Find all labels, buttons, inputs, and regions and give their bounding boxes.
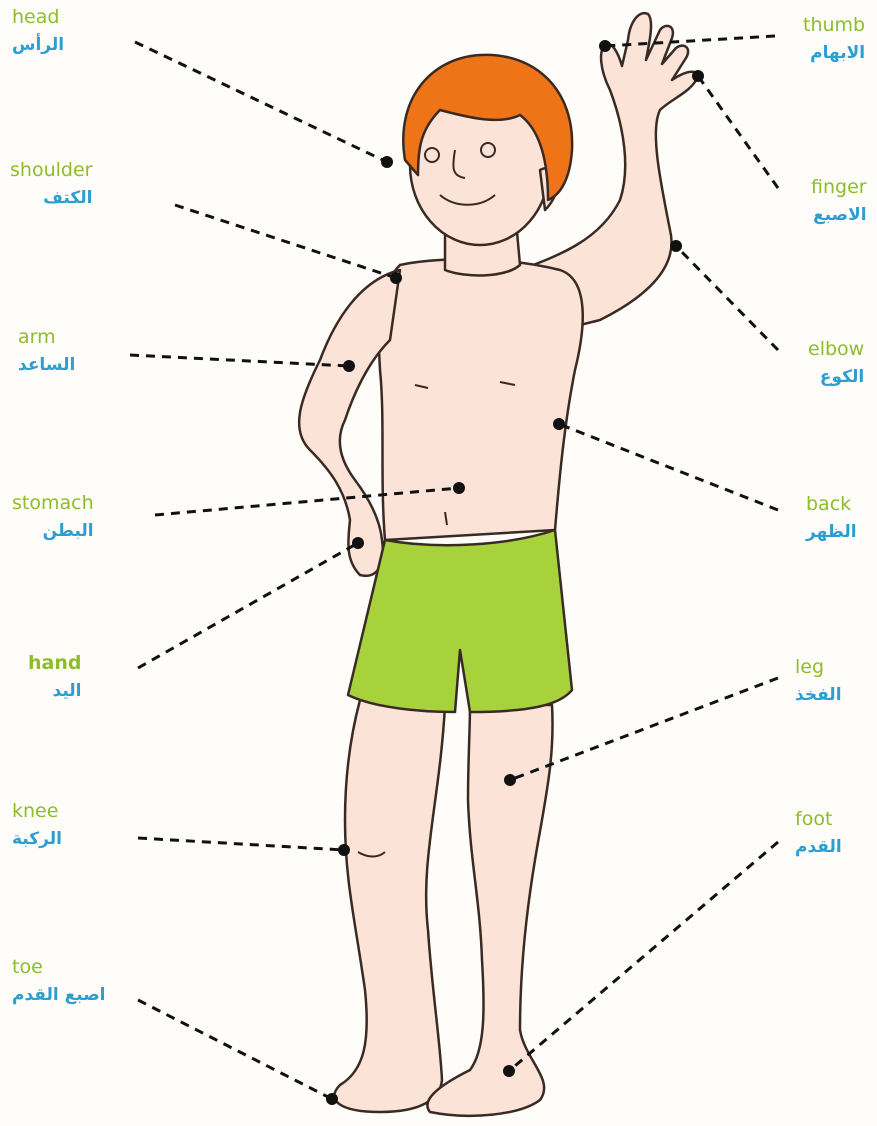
head-point [381,156,393,168]
label-head: head الرأس [12,8,64,54]
label-head-en: head [12,8,64,27]
label-thumb: thumb الابهام [803,16,865,62]
finger-leader-line [698,76,778,188]
label-hand-ar: اليد [28,683,81,700]
label-stomach-en: stomach [12,494,94,513]
label-elbow: elbow الكوع [808,340,864,386]
label-leg-en: leg [795,658,842,677]
label-elbow-ar: الكوع [808,369,864,386]
label-back: back الظهر [806,495,857,541]
label-arm-ar: الساعد [18,357,75,374]
label-hand: hand اليد [28,654,81,700]
label-finger: finger الاصبع [811,178,867,224]
label-stomach-ar: البطن [12,523,94,540]
label-thumb-en: thumb [803,16,865,35]
hand-leader-line [138,543,358,668]
shoulder-point [390,272,402,284]
label-leg: leg الفخذ [795,658,842,704]
label-toe: toe اصبع القدم [12,958,105,1004]
toe-leader-line [138,1000,332,1099]
thumb-leader-line [605,36,775,46]
label-back-en: back [806,495,857,514]
leg-leader-line [510,678,778,780]
label-toe-en: toe [12,958,105,977]
label-back-ar: الظهر [806,524,857,541]
label-shoulder: shoulder الكتف [10,161,92,207]
label-shoulder-en: shoulder [10,161,92,180]
arm-leader-line [130,355,349,366]
stomach-leader-line [155,488,459,515]
label-knee-en: knee [12,802,62,821]
label-foot-ar: القدم [795,839,842,856]
leg-point [504,774,516,786]
foot-leader-line [509,842,778,1071]
toe-point [326,1093,338,1105]
head-leader-line [135,42,387,162]
elbow-leader-line [676,246,778,350]
elbow-point [670,240,682,252]
label-foot: foot القدم [795,810,842,856]
shoulder-leader-line [175,205,396,278]
back-point [553,418,565,430]
back-leader-line [559,424,778,510]
label-toe-ar: اصبع القدم [12,987,105,1004]
stomach-point [453,482,465,494]
label-arm: arm الساعد [18,328,75,374]
label-knee-ar: الركبة [12,831,62,848]
thumb-point [599,40,611,52]
label-head-ar: الرأس [12,37,64,54]
hand-point [352,537,364,549]
label-elbow-en: elbow [808,340,864,359]
knee-leader-line [138,838,344,850]
label-stomach: stomach البطن [12,494,94,540]
arm-point [343,360,355,372]
finger-point [692,70,704,82]
label-finger-en: finger [811,178,867,197]
label-finger-ar: الاصبع [811,207,867,224]
label-hand-en: hand [28,654,81,673]
label-thumb-ar: الابهام [803,45,865,62]
label-foot-en: foot [795,810,842,829]
label-shoulder-ar: الكتف [10,190,92,207]
label-arm-en: arm [18,328,75,347]
label-knee: knee الركبة [12,802,62,848]
label-leg-ar: الفخذ [795,687,842,704]
knee-point [338,844,350,856]
foot-point [503,1065,515,1077]
